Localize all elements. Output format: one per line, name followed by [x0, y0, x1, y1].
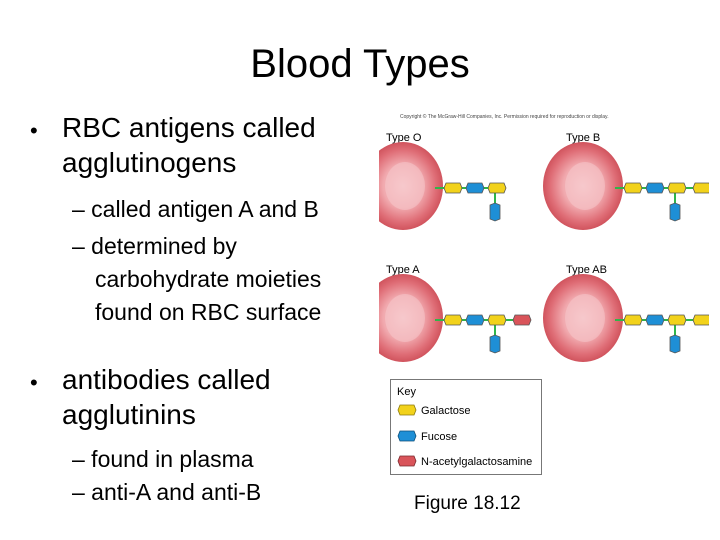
- sub-bullet-anti-a-b: – anti-A and anti-B: [72, 479, 262, 505]
- fucose-residue: [669, 334, 681, 354]
- key-label-galactose: Galactose: [421, 405, 471, 417]
- bullet-line: antibodies called: [62, 364, 271, 395]
- bullet-line: agglutinogens: [62, 147, 237, 178]
- slide-title: Blood Types: [250, 42, 470, 86]
- copyright-notice: Copyright © The McGraw-Hill Companies, I…: [400, 114, 609, 120]
- rbc-panel: [543, 142, 709, 230]
- panel-label-type-o: Type O: [386, 132, 422, 144]
- galactose-residue: [667, 182, 687, 194]
- bullet-marker: •: [30, 370, 38, 395]
- sub-bullet-line: – determined by: [72, 233, 237, 259]
- n-acetylgalactosamine-residue: [512, 314, 532, 326]
- key-label-n-acetylgalactosamine: N-acetylgalactosamine: [421, 456, 533, 468]
- fucose-swatch-icon: [397, 430, 417, 442]
- galactose-residue: [487, 314, 507, 326]
- n-acetylgalactosamine-swatch-icon: [397, 455, 417, 467]
- galactose-residue: [487, 182, 507, 194]
- sub-bullet-plasma: – found in plasma: [72, 446, 254, 472]
- panel-label-type-b: Type B: [566, 132, 601, 144]
- sub-bullet-determined-by: – determined by carbohydrate moieties fo…: [72, 230, 321, 329]
- blood-type-diagram: [379, 142, 709, 362]
- galactose-residue: [692, 314, 709, 326]
- key-title: Key: [397, 386, 416, 398]
- galactose-residue: [692, 182, 709, 194]
- sub-bullet-line: carbohydrate moieties: [95, 266, 322, 292]
- sub-bullet-antigen-ab: – called antigen A and B: [72, 196, 319, 222]
- fucose-residue: [489, 334, 501, 354]
- legend-key: Key Galactose Fucose N-acetylgalactosami…: [390, 379, 542, 475]
- red-blood-cell-center: [385, 162, 425, 210]
- red-blood-cell-center: [565, 294, 605, 342]
- key-label-fucose: Fucose: [421, 431, 458, 443]
- galactose-residue: [623, 314, 643, 326]
- bullet-line: agglutinins: [62, 399, 196, 430]
- red-blood-cell-center: [565, 162, 605, 210]
- fucose-residue: [645, 314, 665, 326]
- sub-bullet-line: found on RBC surface: [95, 299, 322, 325]
- fucose-residue: [669, 202, 681, 222]
- bullet-marker: •: [30, 118, 38, 143]
- panel-label-type-a: Type A: [386, 264, 420, 276]
- bullet-line: RBC antigens called: [62, 112, 316, 143]
- galactose-residue: [443, 182, 463, 194]
- galactose-residue: [443, 314, 463, 326]
- red-blood-cell-center: [385, 294, 425, 342]
- galactose-residue: [623, 182, 643, 194]
- bullet-antibodies: antibodies called agglutinins: [62, 362, 271, 432]
- galactose-residue: [667, 314, 687, 326]
- bullet-rbc-antigens: RBC antigens called agglutinogens: [62, 110, 316, 180]
- fucose-residue: [465, 314, 485, 326]
- galactose-swatch-icon: [397, 404, 417, 416]
- panel-label-type-ab: Type AB: [566, 264, 607, 276]
- rbc-panel: [379, 142, 507, 230]
- rbc-panel: [543, 274, 709, 362]
- fucose-residue: [465, 182, 485, 194]
- figure-caption: Figure 18.12: [414, 493, 521, 514]
- rbc-panel: [379, 274, 532, 362]
- fucose-residue: [489, 202, 501, 222]
- fucose-residue: [645, 182, 665, 194]
